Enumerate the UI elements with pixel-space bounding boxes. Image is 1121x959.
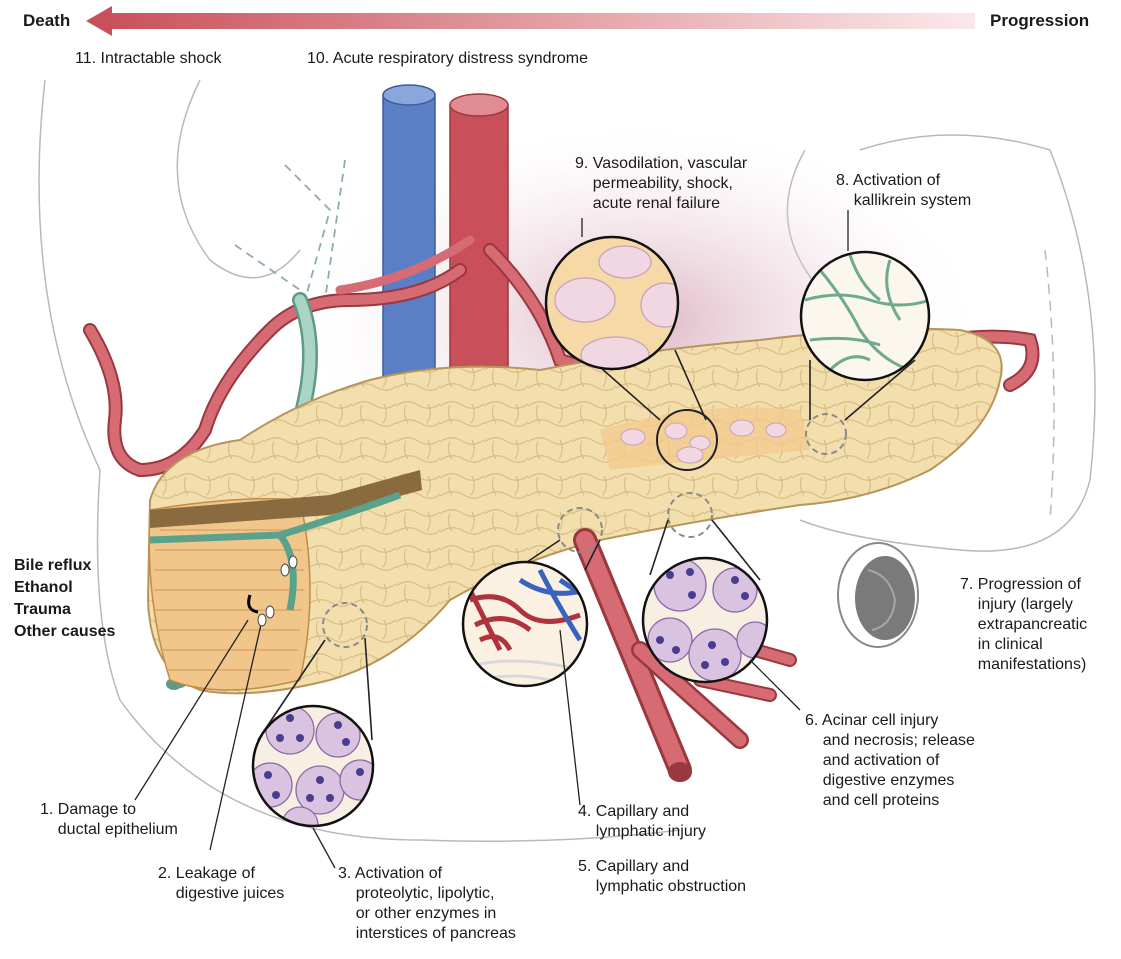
step-5-label: 5. Capillary and lymphatic obstruction [578,857,746,897]
causes-list: Bile reflux Ethanol Trauma Other causes [14,555,115,643]
step-9-label: 9. Vasodilation, vascular permeability, … [575,154,747,214]
duodenum [149,499,310,690]
cause-item: Other causes [14,621,115,643]
zoom-circle-capillaries [463,562,590,686]
cause-item: Trauma [14,599,115,621]
progression-arrow [86,6,975,36]
step-3-label: 3. Activation of proteolytic, lipolytic,… [338,864,516,944]
zoom-circle-kallikrein [801,252,930,380]
death-label: Death [23,11,70,31]
step-6-label: 6. Acinar cell injury and necrosis; rele… [805,711,975,811]
step-10-label: 10. Acute respiratory distress syndrome [307,49,588,69]
cause-item: Bile reflux [14,555,115,577]
progression-label: Progression [990,11,1089,31]
inferior-vena-cava [383,85,435,405]
step-2-label: 2. Leakage of digestive juices [158,864,284,904]
bowel-loop [838,543,918,647]
step-11-label: 11. Intractable shock [75,49,221,69]
step-8-label: 8. Activation of kallikrein system [836,171,971,211]
cause-item: Ethanol [14,577,115,599]
step-4-label: 4. Capillary and lymphatic injury [578,802,706,842]
step-7-label: 7. Progression of injury (largely extrap… [960,575,1087,675]
step-1-label: 1. Damage to ductal epithelium [40,800,178,840]
zoom-circle-acinar-lower [248,706,380,843]
